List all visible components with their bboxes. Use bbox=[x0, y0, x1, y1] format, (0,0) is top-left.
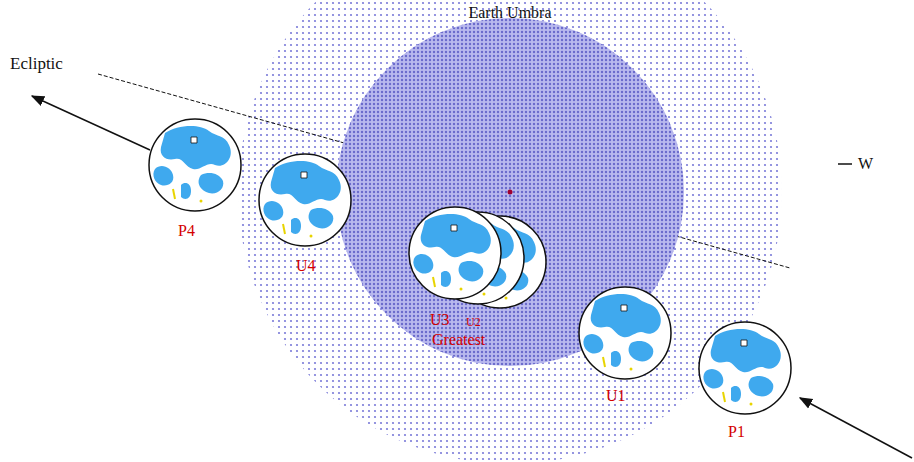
penumbra-region bbox=[238, 0, 782, 462]
umbra-center bbox=[508, 190, 513, 195]
contact-label: U4 bbox=[296, 258, 316, 274]
west-dash bbox=[838, 163, 852, 165]
moon-path-arrow-out bbox=[32, 96, 150, 150]
moon-u1 bbox=[579, 287, 671, 379]
phase-label: Greatest bbox=[432, 332, 485, 348]
umbra-fill bbox=[336, 18, 684, 366]
moon-u3 bbox=[409, 207, 501, 299]
region-label: Earth Umbra bbox=[336, 2, 684, 22]
moon-p4 bbox=[149, 119, 241, 211]
contact-label: U1 bbox=[606, 388, 626, 404]
moon-u4 bbox=[259, 154, 351, 246]
ecliptic-label: Ecliptic bbox=[10, 55, 63, 72]
direction-label: W bbox=[858, 156, 873, 172]
contact-label: P4 bbox=[178, 223, 195, 239]
moon-p1 bbox=[699, 322, 791, 414]
contact-label: U3 bbox=[430, 312, 450, 328]
contact-label: P1 bbox=[728, 424, 745, 440]
contact-label: U2 bbox=[466, 316, 481, 328]
moon-path-arrow-in bbox=[800, 398, 912, 458]
